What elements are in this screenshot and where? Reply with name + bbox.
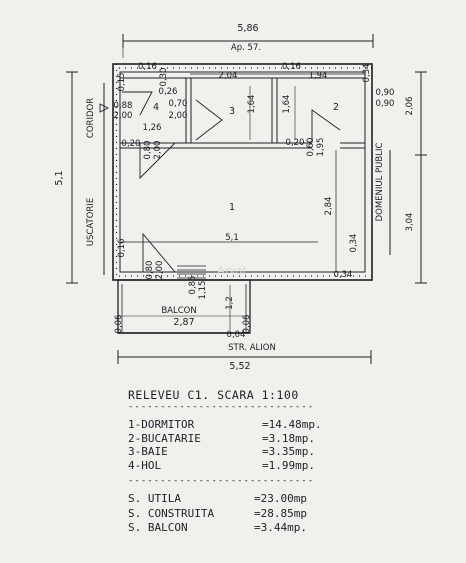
balcon-label: BALCON <box>161 306 196 316</box>
surface-row: S. UTILA =23.00mp <box>128 492 368 506</box>
dim-070: 0,70 <box>169 99 188 109</box>
dim-090-a: 0,90 <box>376 88 395 98</box>
room-value: =3.35mp. <box>262 445 315 459</box>
legend-row: 4-HOL =1.99mp. <box>128 459 368 473</box>
dim-088: 0,88 <box>114 101 133 111</box>
overall-width-label: 5,86 <box>237 23 258 34</box>
room-value: =14.48mp. <box>262 418 322 431</box>
room-name: 3-BAIE <box>128 445 168 459</box>
apartment-label: Ap. 57. <box>231 43 261 53</box>
dim-020-a: 0,20 <box>122 139 141 149</box>
dim-030: 0,30 <box>159 68 169 87</box>
room-number-3: 3 <box>229 106 235 117</box>
surface-value: =23.00mp <box>254 492 307 506</box>
bottom-width-label: 5,52 <box>229 361 250 372</box>
dim-034-bottom: 0,34 <box>334 270 353 280</box>
dim-016-left: 0,16 <box>117 239 127 258</box>
dim-060: 0,60 <box>306 138 316 157</box>
dim-164-a: 1,64 <box>247 95 257 114</box>
dim-026: 0,26 <box>159 87 178 97</box>
coridor-label: CORIDOR <box>86 98 96 138</box>
dim-020-b: 0,20 <box>286 138 305 148</box>
surface-name: S. BALCON <box>128 521 188 535</box>
dim-200-c: 2,00 <box>153 141 163 160</box>
surface-name: S. CONSTRUITA <box>128 506 215 520</box>
dim-006-b: 0,06 <box>242 315 252 334</box>
surface-name: S. UTILA <box>128 492 181 506</box>
legend-title: RELEVEU C1. SCARA 1:100 <box>128 388 299 402</box>
dim-015: 0,15 <box>117 73 127 92</box>
dim-287: 2,87 <box>173 317 194 328</box>
dim-115: 1,15 <box>198 281 208 300</box>
dim-200-a: 2,00 <box>114 111 133 121</box>
dim-080-a: 0,80 <box>143 141 153 160</box>
legend-separator-2: ----------------------------- <box>128 476 315 487</box>
dim-200-b: 2,00 <box>169 111 188 121</box>
dim-top-016-a: 0,16 <box>138 62 157 72</box>
right-dim-lower: 3,04 <box>405 213 415 232</box>
room-number-4: 4 <box>153 102 159 113</box>
room-number-2: 2 <box>333 102 339 113</box>
legend-row: 2-BUCATARIE =3.18mp. <box>128 432 368 446</box>
dim-164-b: 1,64 <box>282 95 292 114</box>
dim-200-d: 2,00 <box>155 261 165 280</box>
street-label: STR. ALION <box>228 343 276 353</box>
surface-value: =3.44mp. <box>254 521 307 535</box>
dim-126: 1,26 <box>143 123 162 133</box>
dim-080-b: 0,80 <box>145 261 155 280</box>
dim-204: 2,04 <box>219 71 238 81</box>
dim-085: 0,85 <box>188 276 198 295</box>
watermark: Arvat <box>217 264 247 277</box>
legend-row: 1-DORMITOR =14.48mp. <box>128 418 368 432</box>
domeniul-public-label: DOMENIUL PUBLIC <box>375 143 385 222</box>
room-name: 1-DORMITOR <box>128 418 195 431</box>
dim-034-right: 0,34 <box>349 234 359 253</box>
dim-195: 1,95 <box>316 138 326 157</box>
surface-row: S. CONSTRUITA =28.85mp <box>128 507 368 521</box>
right-dim-upper: 2,06 <box>405 97 415 116</box>
overall-height-label: 5,1 <box>54 170 65 185</box>
surface-row: S. BALCON =3.44mp. <box>128 521 368 535</box>
dim-51-inner: 5,1 <box>225 233 239 243</box>
surface-value: =28.85mp <box>254 506 307 520</box>
room-number-1: 1 <box>229 202 235 213</box>
dim-194: 1,94 <box>309 71 328 81</box>
legend-separator: ----------------------------- <box>128 402 315 412</box>
dim-284: 2,84 <box>324 197 334 216</box>
dim-004: 0,04 <box>227 330 246 340</box>
room-value: =1.99mp. <box>262 458 315 472</box>
dim-034-top: 0,34 <box>362 64 372 83</box>
dim-top-016-b: 0,16 <box>282 62 301 72</box>
floor-plan: 5,86 Ap. 57. 5,1 CORIDOR USCATORIE DOMEN… <box>54 23 427 372</box>
legend: RELEVEU C1. SCARA 1:100 ----------------… <box>128 388 368 536</box>
room-name: 2-BUCATARIE <box>128 431 201 445</box>
dim-12: 1,2 <box>225 296 235 310</box>
dim-006-a: 0,06 <box>114 315 124 334</box>
uscatorie-label: USCATORIE <box>86 198 96 246</box>
legend-row: 3-BAIE =3.35mp. <box>128 445 368 459</box>
room-value: =3.18mp. <box>262 431 315 445</box>
room-name: 4-HOL <box>128 458 162 472</box>
dim-090-b: 0,90 <box>376 99 395 109</box>
